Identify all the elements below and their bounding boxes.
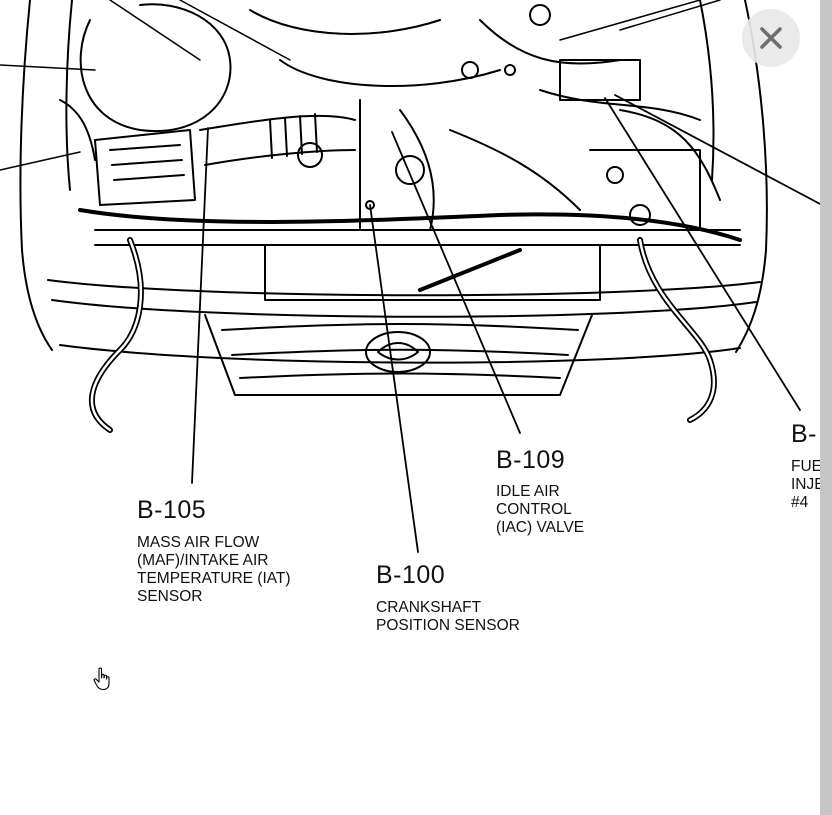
desc-line: (MAF)/INTAKE AIR bbox=[137, 552, 269, 569]
callout-desc-b100: CRANKSHAFT POSITION SENSOR bbox=[376, 599, 520, 635]
callout-code-b109: B-109 bbox=[496, 446, 566, 474]
callout-code-b100: B-100 bbox=[376, 561, 446, 589]
desc-line: #4 bbox=[791, 494, 809, 511]
desc-line: CONTROL bbox=[496, 501, 572, 518]
desc-line: INJE bbox=[791, 476, 825, 493]
desc-line: (IAC) VALVE bbox=[496, 519, 585, 536]
callout-desc-b105: MASS AIR FLOW (MAF)/INTAKE AIR TEMPERATU… bbox=[137, 534, 291, 606]
callout-desc-b109: IDLE AIR CONTROL (IAC) VALVE bbox=[496, 483, 584, 537]
desc-line: SENSOR bbox=[137, 588, 203, 605]
close-button[interactable] bbox=[742, 9, 800, 67]
callout-desc-fuel-injector: FUE INJE #4 bbox=[791, 458, 825, 512]
close-icon bbox=[760, 27, 782, 49]
desc-line: FUE bbox=[791, 458, 822, 475]
callout-code-fuel-injector: B- bbox=[791, 420, 817, 448]
viewer-edge-bar bbox=[820, 0, 832, 815]
hand-pointer-icon bbox=[93, 667, 110, 691]
callout-code-b105: B-105 bbox=[137, 496, 207, 524]
desc-line: MASS AIR FLOW bbox=[137, 534, 260, 551]
desc-line: TEMPERATURE (IAT) bbox=[137, 570, 291, 587]
desc-line: IDLE AIR bbox=[496, 483, 560, 500]
desc-line: CRANKSHAFT bbox=[376, 599, 482, 616]
desc-line: POSITION SENSOR bbox=[376, 617, 520, 634]
